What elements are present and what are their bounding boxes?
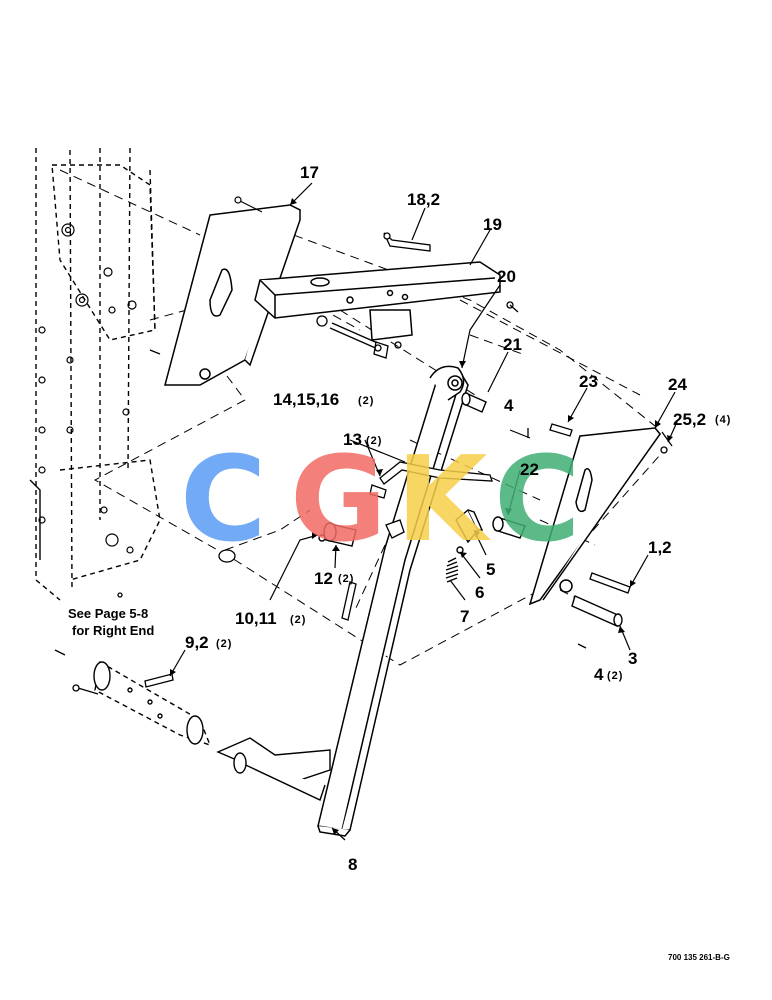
callout-19: 19 [483,215,502,234]
callout-10-11: 10,11 [235,609,277,628]
bolt-25 [660,431,673,454]
callout-4-lower: 4 [594,665,604,684]
callout-12: 12 [314,569,333,588]
callout-5: 5 [486,560,495,579]
part-5-block [455,508,484,544]
callout-9-qty: (2) [216,638,232,650]
callout-25-qty: (4) [715,414,731,426]
part-8-arm [317,365,469,837]
watermark-letter-c2: C [494,430,581,568]
fastener-marks [54,301,587,656]
callout-17: 17 [300,163,319,182]
callout-4-upper: 4 [504,396,514,415]
callout-4-lower-qty: (2) [607,670,623,682]
bolt-9 [72,673,174,695]
callout-14-qty: (2) [358,395,374,407]
machine-frame [29,147,161,601]
part-19-channel [254,261,501,341]
callout-23: 23 [579,372,598,391]
callout-22: 22 [520,460,539,479]
callout-6: 6 [475,583,484,602]
left-roller-end [218,549,236,563]
bolt-1 [589,572,631,594]
lower-pin [341,581,357,621]
part-22-cylinder [492,516,526,539]
callout-24: 24 [668,375,687,394]
part-13-rod [369,461,493,499]
callout-7: 7 [460,607,469,626]
callout-13-qty: (2) [366,435,382,447]
part-3-pin [571,595,623,627]
callout-12-qty: (2) [338,573,354,585]
part-13-clip [385,519,405,539]
part-23-pin [549,423,573,437]
part-21-pin [461,392,487,413]
callout-14-15-16: 14,15,16 [273,390,339,409]
callout-20: 20 [497,267,516,286]
note-line-1: See Page 5-8 [68,606,148,621]
callout-9-2: 9,2 [185,633,209,652]
callout-8: 8 [348,855,357,874]
callout-18-2: 18,2 [407,190,440,209]
frame-holes [38,223,137,554]
callout-25-2: 25,2 [673,410,706,429]
right-end-note: See Page 5-8 for Right End [68,606,154,638]
lower-tube [93,660,212,747]
callout-10-qty: (2) [290,614,306,626]
bolt-18 [383,232,431,252]
part-24-plate [528,427,661,606]
screw-17 [234,196,263,213]
callout-3: 3 [628,649,637,668]
watermark-letter-c1: C [180,430,267,568]
callout-labels: 17 18,2 19 20 21 23 24 25,2 (4) 14,15,16… [185,163,731,874]
lower-tube-bracket [216,737,331,801]
part-6-spring [445,546,464,583]
watermark-logo: C G K C [180,430,581,568]
note-line-2: for Right End [72,623,154,638]
part-12-bushing [318,522,357,547]
callout-1-2: 1,2 [648,538,672,557]
leader-arrowheads [170,198,673,835]
callout-13: 13 [343,430,362,449]
watermark-letter-g: G [290,430,387,568]
document-id: 700 135 261-B-G [668,953,730,962]
watermark-letter-k: K [396,430,492,568]
callout-21: 21 [503,335,522,354]
